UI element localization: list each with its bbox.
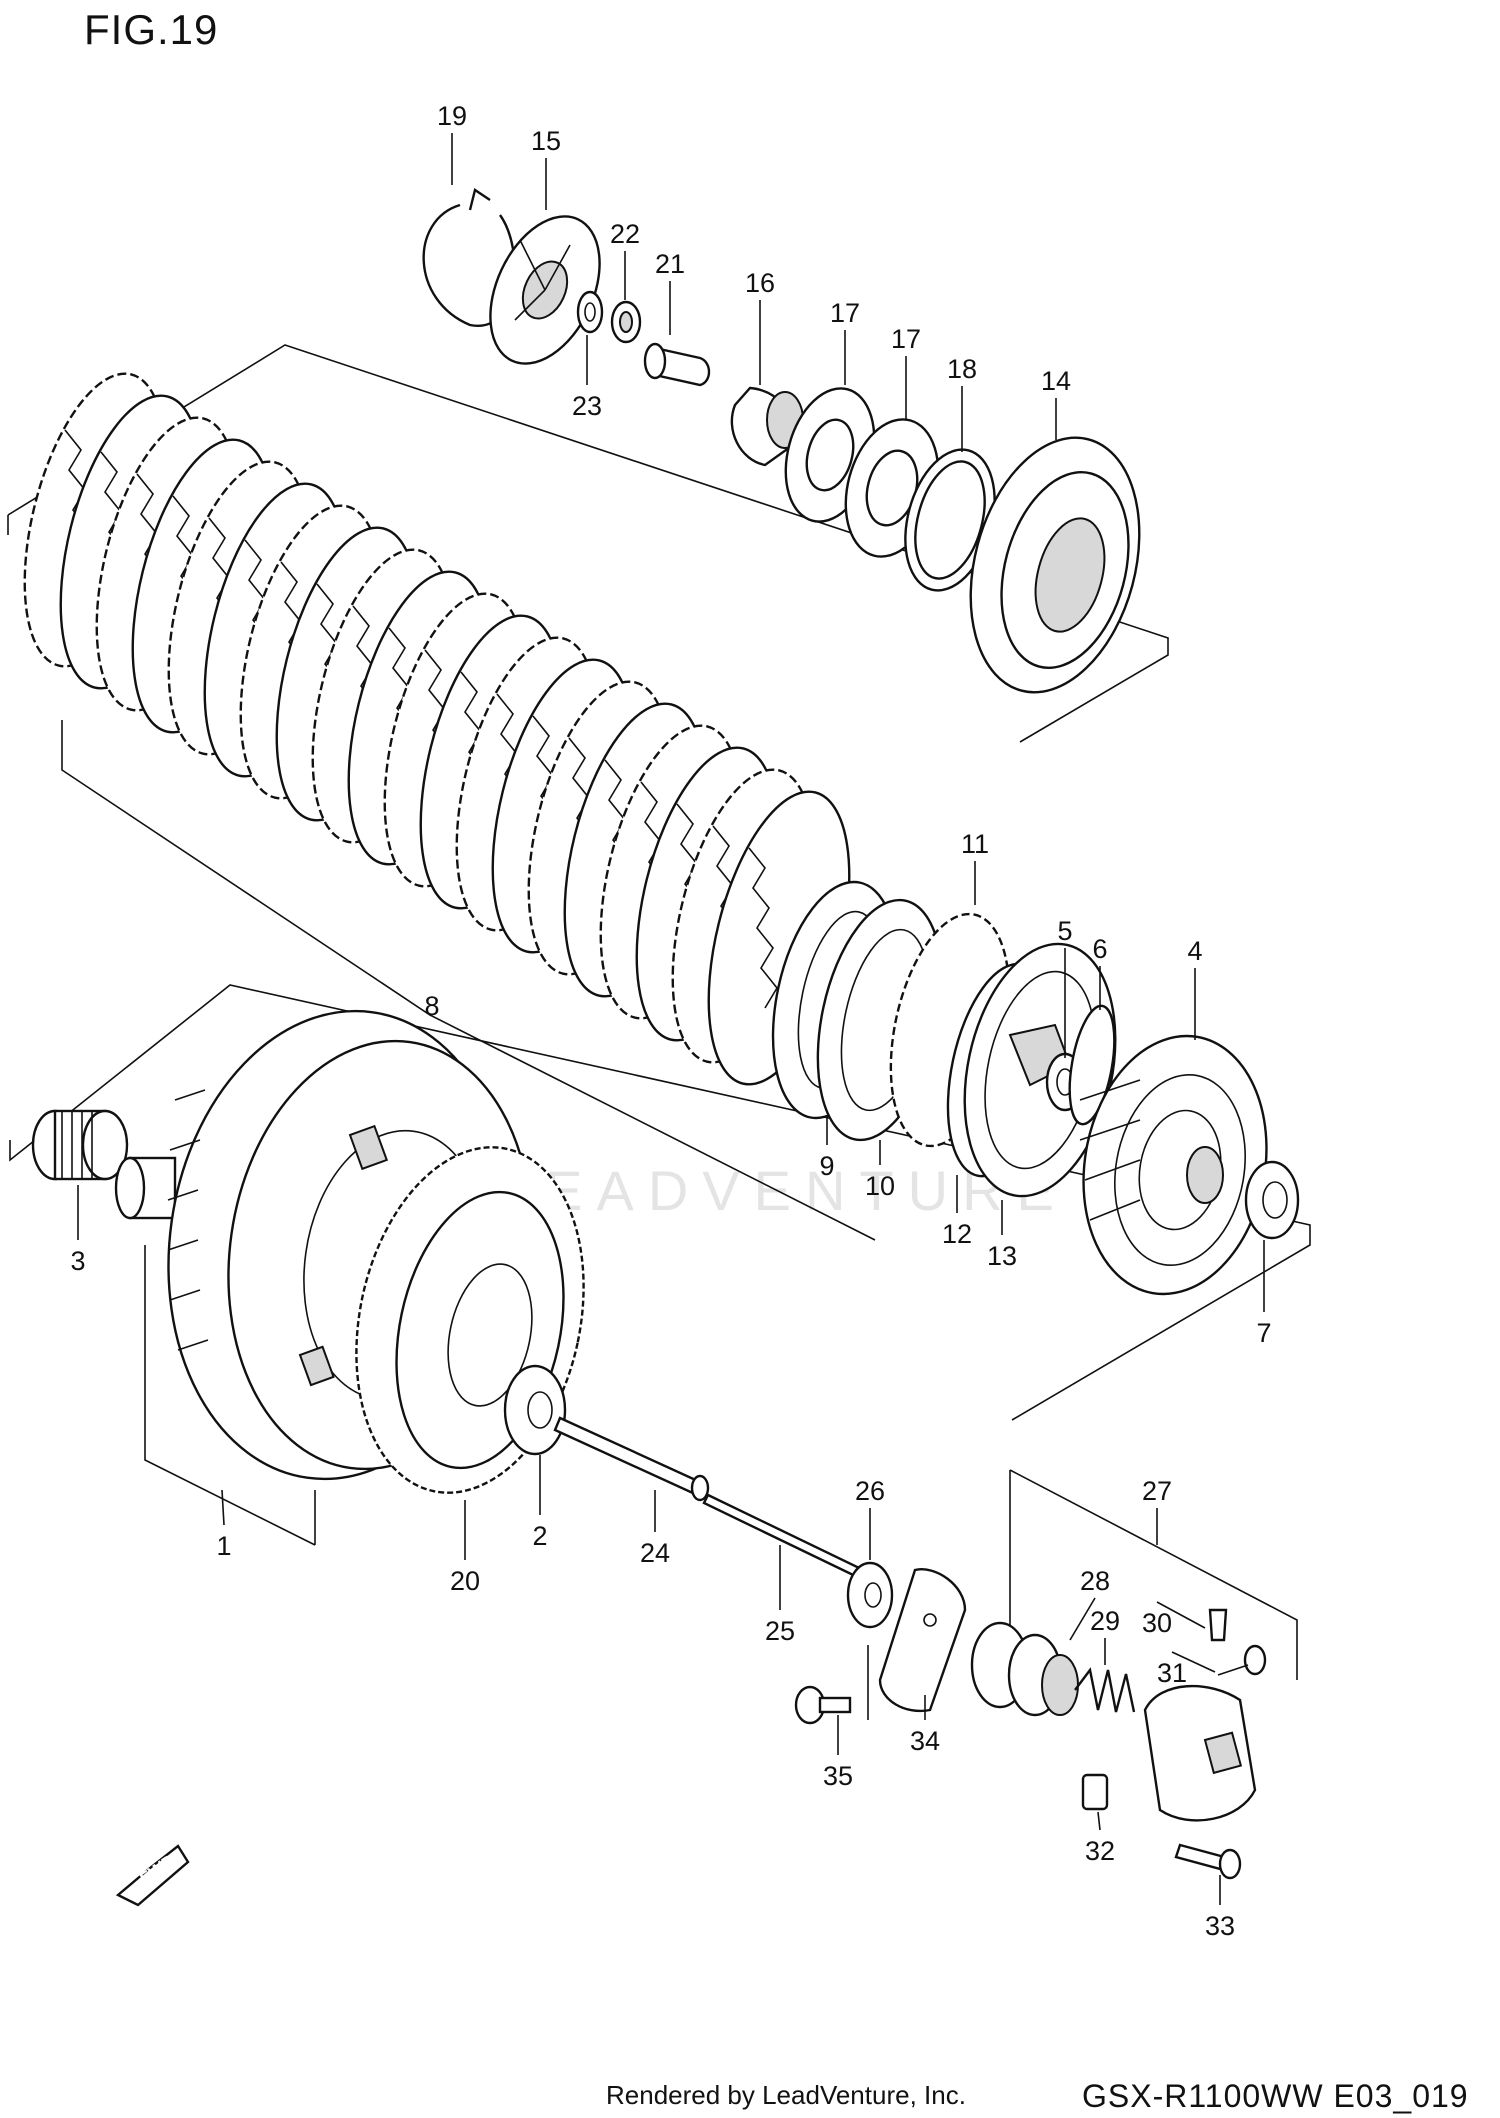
- bleeder-cap-part-31: [1217, 1644, 1267, 1676]
- callout-number: 28: [1080, 1566, 1110, 1596]
- callout-number: 14: [1041, 366, 1071, 396]
- callout-number: 17: [830, 298, 860, 328]
- callout-number: 17: [891, 324, 921, 354]
- callout-number: 19: [437, 101, 467, 131]
- leader-line: [1097, 1811, 1101, 1831]
- thrust-washer-part-2: [503, 1364, 567, 1456]
- pressure-plate-part-14: [969, 436, 1141, 694]
- dowel-pin-part-32: [1081, 1773, 1109, 1811]
- group-bracket-clutch-pack: [7, 344, 1169, 1241]
- callout-number: 24: [640, 1538, 670, 1568]
- needle-bearing-part-3: [31, 1109, 129, 1181]
- callout-number: 22: [610, 219, 640, 249]
- forward-direction-arrow: FWD: [115, 1844, 190, 1907]
- callout-number: 34: [910, 1726, 940, 1756]
- ring-part-18: [904, 448, 996, 592]
- callout-number: 3: [70, 1246, 85, 1276]
- piston-part-28: [970, 1621, 1079, 1717]
- leader-lines: [77, 133, 1265, 1905]
- release-cylinder-body: [1143, 1684, 1257, 1822]
- spacer-shaft: [114, 1156, 177, 1220]
- callout-number: 13: [987, 1241, 1017, 1271]
- bleeder-part-30: [1208, 1608, 1228, 1642]
- washer-part-23: [576, 290, 604, 334]
- callout-number: 30: [1142, 1608, 1172, 1638]
- footer-credit: Rendered by LeadVenture, Inc.: [606, 2080, 966, 2110]
- bolt-part-33: [1174, 1843, 1242, 1880]
- callout-number: 12: [942, 1219, 972, 1249]
- callout-number: 29: [1090, 1606, 1120, 1636]
- leader-line: [1069, 1597, 1096, 1641]
- callout-number: 11: [961, 829, 989, 859]
- callout-number: 27: [1142, 1476, 1172, 1506]
- callout-number: 7: [1256, 1318, 1271, 1348]
- callout-number: 5: [1057, 916, 1072, 946]
- washer-part-6: [1068, 1004, 1116, 1126]
- spring-part-29: [1074, 1667, 1136, 1713]
- callout-number: 1: [216, 1531, 231, 1561]
- callout-number: 10: [865, 1171, 895, 1201]
- callout-number: 33: [1205, 1911, 1235, 1941]
- callout-number: 32: [1085, 1836, 1115, 1866]
- leader-line: [1171, 1651, 1216, 1673]
- callout-number: 4: [1187, 936, 1202, 966]
- washer-part-7: [1244, 1160, 1300, 1240]
- figure-title: FIG.19: [84, 6, 219, 53]
- clutch-hub-part-4: [1079, 1034, 1268, 1296]
- callout-number: 35: [823, 1761, 853, 1791]
- leader-line: [221, 1489, 225, 1526]
- clutch-plate-stack-part-8: [23, 372, 851, 1086]
- callout-number: 31: [1157, 1658, 1187, 1688]
- plate-tooth-profile: [748, 847, 778, 1009]
- callout-number: 25: [765, 1616, 795, 1646]
- group-bracket-clutch-hub: [9, 984, 1311, 1546]
- callout-number: 21: [655, 249, 685, 279]
- push-rod-part-24: [553, 1416, 710, 1502]
- lifter-rod-part-21: [643, 342, 711, 387]
- leader-line: [1156, 1601, 1206, 1629]
- callout-number: 2: [532, 1521, 547, 1551]
- gasket-part-34: [878, 1568, 967, 1713]
- callout-number: 26: [855, 1476, 885, 1506]
- callout-number: 6: [1092, 934, 1107, 964]
- callout-number: 18: [947, 354, 977, 384]
- lifter-plate-part-15: [489, 215, 601, 365]
- callout-number: 15: [531, 126, 561, 156]
- bolt-part-35: [794, 1685, 852, 1725]
- callout-number: 23: [572, 391, 602, 421]
- oil-seal-part-26: [846, 1561, 894, 1629]
- callout-number: 8: [424, 991, 439, 1021]
- footer-model-code: GSX-R1100WW E03_019: [1082, 2078, 1469, 2114]
- callout-number: 20: [450, 1566, 480, 1596]
- callout-number: 16: [745, 268, 775, 298]
- bearing-part-22: [610, 300, 642, 344]
- callout-number: 9: [819, 1151, 834, 1181]
